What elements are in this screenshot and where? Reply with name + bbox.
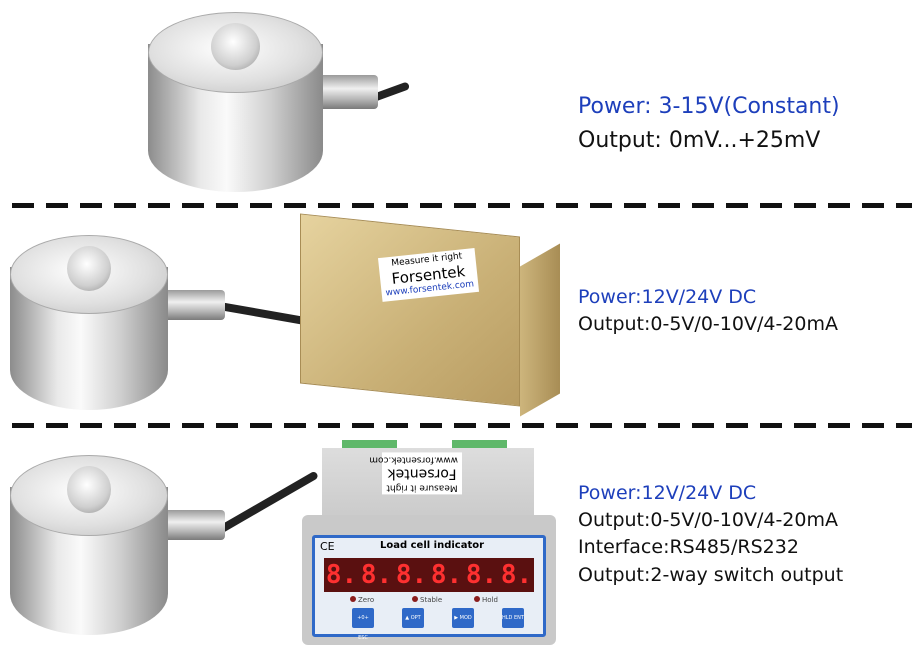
spec-output: Output:0-5V/0-10V/4-20mA	[578, 509, 838, 531]
seven-segment-display: 8.8.8.8.8.8.	[324, 558, 534, 592]
indicator-label: Measure it right Forsentek www.forsentek…	[369, 452, 462, 495]
spec-power: Power:12V/24V DC	[578, 286, 757, 308]
led-hold: Hold	[474, 596, 498, 604]
ce-mark: CE	[320, 540, 335, 553]
divider	[12, 203, 912, 208]
load-cell-image	[148, 12, 323, 192]
mod-key[interactable]: ▶ MOD	[452, 608, 474, 628]
load-cell-image	[10, 455, 168, 635]
indicator-image: Measure it right Forsentek www.forsentek…	[302, 440, 556, 645]
spec-interface: Interface:RS485/RS232	[578, 536, 799, 558]
opt-key[interactable]: ▲ OPT	[402, 608, 424, 628]
spec-output: Output:0-5V/0-10V/4-20mA	[578, 313, 838, 335]
led-zero: Zero	[350, 596, 374, 604]
label-slogan: Measure it right	[386, 482, 458, 493]
load-cell-image	[10, 235, 168, 410]
label-url: www.forsentek.com	[369, 454, 458, 465]
spec-power: Power: 3-15V(Constant)	[578, 94, 840, 119]
esc-key[interactable]: +0+ ESC	[352, 608, 374, 641]
spec-switch-output: Output:2-way switch output	[578, 564, 844, 586]
spec-power: Power:12V/24V DC	[578, 482, 757, 504]
indicator-title: Load cell indicator	[380, 540, 485, 551]
led-stable: Stable	[412, 596, 442, 604]
ent-key[interactable]: HLD ENT	[502, 608, 524, 628]
amplifier-image: Measure it right Forsentek www.forsentek…	[300, 213, 562, 417]
spec-output: Output: 0mV...+25mV	[578, 128, 821, 153]
label-brand: Forsentek	[387, 465, 457, 482]
divider	[12, 423, 912, 428]
